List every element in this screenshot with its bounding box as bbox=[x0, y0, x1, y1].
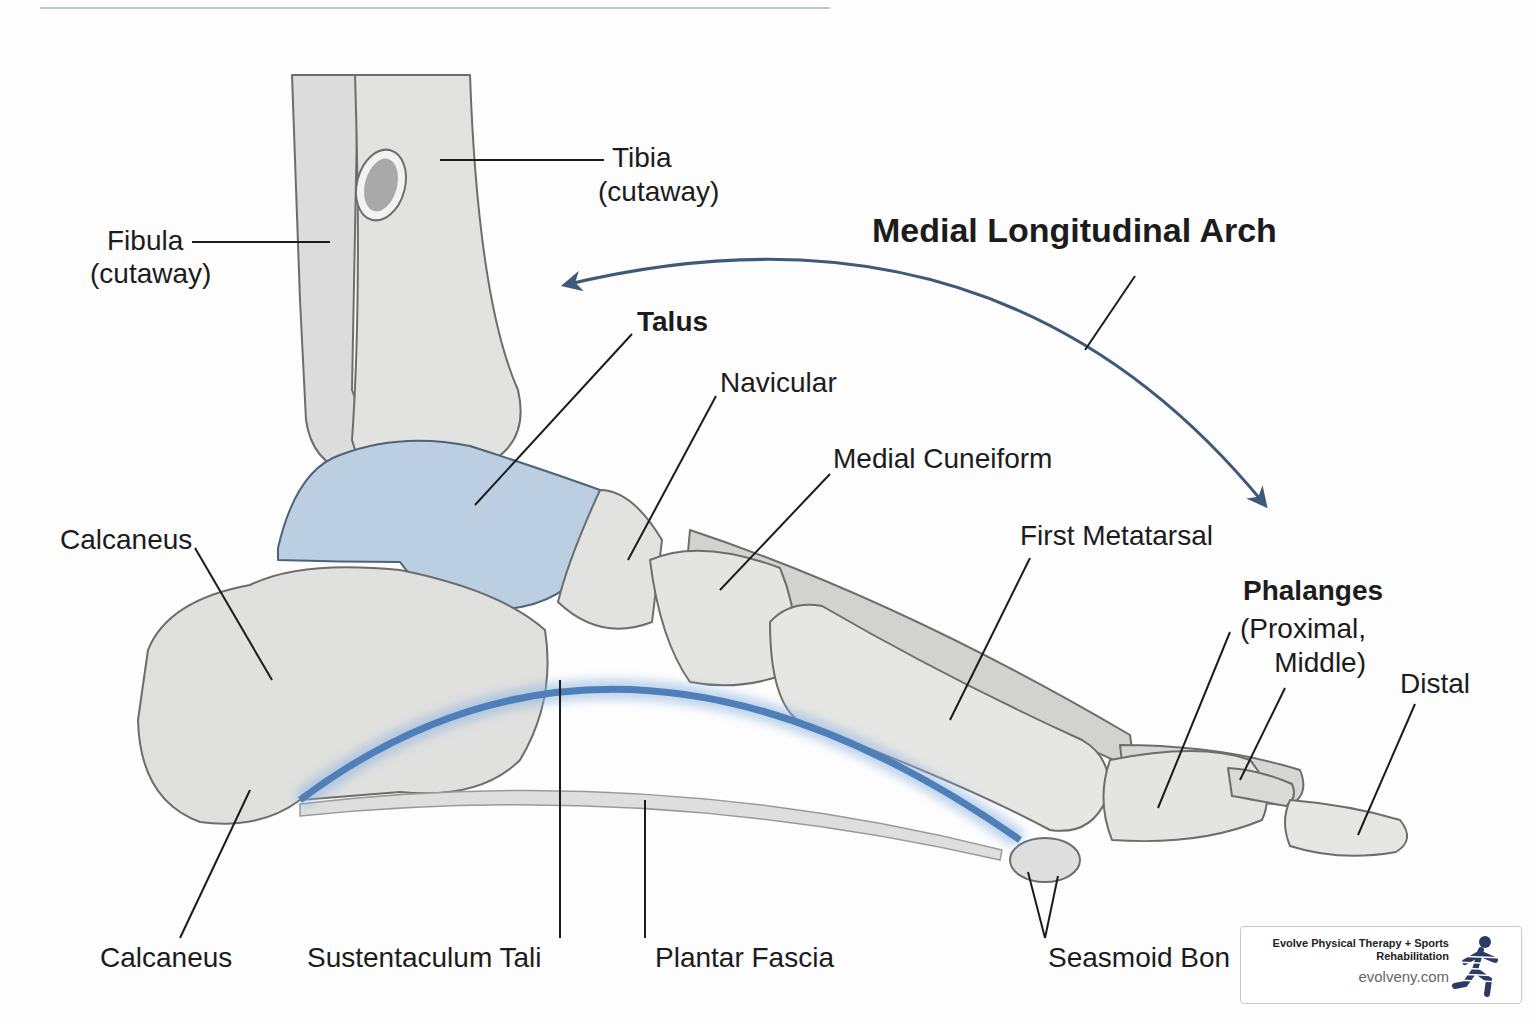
part-label: Sustentaculum Tali bbox=[307, 941, 542, 975]
part-label: Seasmoid Bon bbox=[1048, 941, 1230, 975]
part-label: Phalanges bbox=[1243, 574, 1383, 608]
part-label: (cutaway) bbox=[90, 257, 211, 291]
part-label: Navicular bbox=[720, 366, 837, 400]
part-label: Calcaneus bbox=[100, 941, 232, 975]
leader-lines bbox=[180, 160, 1415, 938]
arch-line bbox=[300, 689, 1020, 840]
part-label: Tibia bbox=[612, 141, 672, 175]
part-label: (cutaway) bbox=[598, 175, 719, 209]
company-name: Evolve Physical Therapy + Sports Rehabil… bbox=[1253, 937, 1449, 962]
plantar-fascia bbox=[300, 790, 1002, 860]
website: evolveny.com bbox=[1253, 968, 1449, 985]
part-label: (Proximal, Middle) bbox=[1230, 612, 1366, 679]
runner-logo bbox=[1451, 934, 1507, 998]
arch-arrow bbox=[565, 259, 1265, 505]
part-label: Distal bbox=[1400, 667, 1470, 701]
part-label: Calcaneus bbox=[60, 523, 192, 557]
part-label: Talus bbox=[637, 305, 708, 339]
top-rule bbox=[40, 7, 830, 9]
part-label: First Metatarsal bbox=[1020, 519, 1213, 553]
part-label: Fibula bbox=[107, 224, 183, 258]
arch-glow bbox=[300, 689, 1020, 840]
bones bbox=[138, 75, 1407, 882]
part-label: Plantar Fascia bbox=[655, 941, 834, 975]
part-label: Medial Cuneiform bbox=[833, 442, 1052, 476]
logo-box: Evolve Physical Therapy + Sports Rehabil… bbox=[1240, 926, 1522, 1004]
diagram-title: Medial Longitudinal Arch bbox=[872, 210, 1277, 251]
